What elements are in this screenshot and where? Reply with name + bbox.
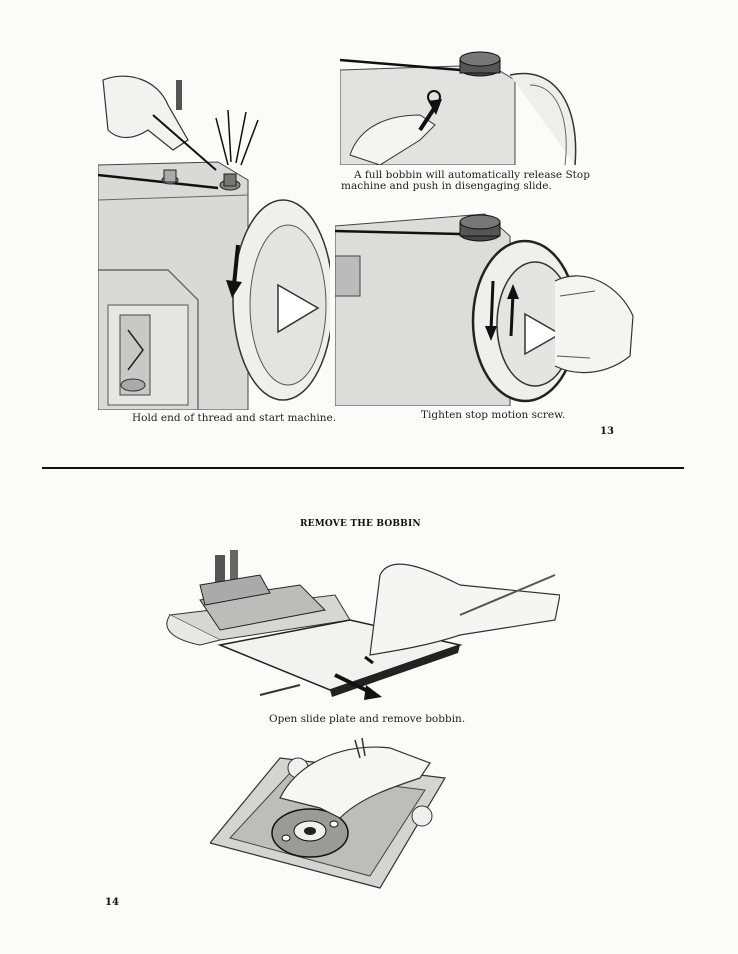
illustration-remove-bobbin — [210, 738, 450, 890]
caption-hold-thread: Hold end of thread and start machine. — [132, 412, 337, 424]
caption-tighten-screw: Tighten stop motion screw. — [421, 409, 566, 421]
illustration-full-bobbin — [340, 45, 585, 165]
page-number-14: 14 — [105, 897, 119, 908]
illustration-tighten-screw — [335, 206, 635, 406]
caption-full-bobbin-line2: machine and push in disengaging slide. — [341, 180, 552, 192]
illustration-open-slide-plate — [160, 545, 560, 710]
illustration-hold-thread — [98, 70, 330, 410]
section-heading: REMOVE THE BOBBIN — [300, 519, 421, 529]
page-number-13: 13 — [600, 426, 614, 437]
page-divider — [42, 467, 684, 469]
caption-open-slide: Open slide plate and remove bobbin. — [269, 713, 466, 725]
caption-full-bobbin-line1: A full bobbin will automatically release… — [354, 169, 590, 181]
